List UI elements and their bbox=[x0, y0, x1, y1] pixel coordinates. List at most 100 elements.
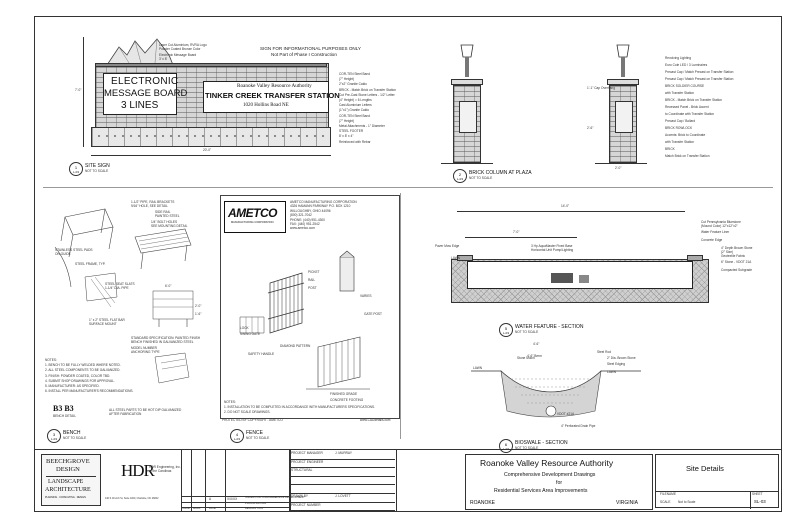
site-sign-detail: SIGN FOR INFORMATIONAL PURPOSES ONLY Not… bbox=[35, 17, 435, 176]
role-row-line bbox=[289, 510, 395, 512]
bench-note: STEEL FRAME, TYP. bbox=[75, 262, 106, 266]
sign-note-right: 8' x 8' x 4" bbox=[339, 134, 354, 139]
sign-note-left-1: Powder Coated Bronze Color bbox=[159, 47, 201, 51]
detail-number: 2 bbox=[458, 171, 462, 177]
column-note: BRICK ROWLOCK bbox=[665, 126, 693, 130]
bench-spec-note: 3. FINISH: POWDER COATED, COLOR TBD. bbox=[45, 373, 111, 378]
bioswale-section bbox=[471, 370, 641, 418]
column-note: BRICK bbox=[665, 147, 675, 151]
column-dim-1: 2'-6" bbox=[587, 126, 594, 130]
bench-note: SIDE RAIL bbox=[155, 210, 171, 214]
bench-note: ON GUIDE bbox=[55, 252, 71, 256]
bioswale-note: Stone Mulch bbox=[517, 356, 535, 360]
fence-company-line: WILLOUGHBY, OHIO 44096 bbox=[290, 208, 331, 213]
sign-note-left-0: Laser Cut Aluminium, RVRA Logo bbox=[159, 43, 207, 47]
bioswale-note: Steel Rod bbox=[597, 350, 611, 354]
sign-dim-left: 7'-0" bbox=[75, 88, 82, 92]
detail-number: 1 bbox=[74, 164, 78, 170]
fence-detail: AMETCO MANUFACTURING CORPORATION AMETCO … bbox=[220, 187, 410, 443]
drawing-sheet: SIGN FOR INFORMATIONAL PURPOSES ONLY Not… bbox=[34, 16, 782, 512]
sign-note-left-3: 3' x 8' bbox=[159, 57, 168, 61]
sign-note-right: (4" Height) = 6 Lengths bbox=[339, 98, 372, 102]
rev-mark: A bbox=[209, 497, 212, 501]
bench-note: PAINTED STEEL bbox=[155, 214, 180, 218]
bench-spec-note: 6. INSTALL PER MANUFACTURER'S RECOMMENDA… bbox=[45, 389, 134, 394]
title-block: BEECHGROVE DESIGN LANDSCAPE ARCHITECTURE… bbox=[35, 449, 781, 512]
sign-note-right: (7" Height) bbox=[339, 118, 355, 123]
bioswale-dim-top: 4'-6" bbox=[533, 342, 540, 346]
detail-title-1: SITE SIGN bbox=[85, 163, 110, 169]
water-note-mid-0: 3 Hp AquaMaster Fixed Base bbox=[531, 244, 573, 248]
water-note-right: Cut Pennsylvania Bluestone bbox=[701, 220, 741, 224]
detail-title-3: BENCH bbox=[63, 430, 81, 436]
water-right-edge bbox=[687, 255, 703, 261]
sign-note-right: Cut Pre-Cast Stone Letters - 1/2" Letter bbox=[339, 92, 395, 97]
bioswale-note: Steel Edging bbox=[607, 362, 626, 366]
bioswale-note: VDOT #21A bbox=[557, 412, 575, 416]
bioswale-dim-inner: 4'-6" Berm bbox=[527, 354, 542, 358]
sign-base-rivets bbox=[95, 135, 327, 137]
detail-scale-2: NOT TO SCALE bbox=[469, 176, 493, 180]
water-note-right: 4" Depth Brown Stone bbox=[721, 246, 753, 250]
detail-title-6: BIOSWALE - SECTION bbox=[515, 440, 568, 446]
doc-line-3: Residential Services Area Improvements bbox=[494, 488, 588, 494]
fence-note: GATE POST bbox=[364, 312, 383, 316]
role-label: PROJECT ENGINEER bbox=[291, 459, 324, 464]
fence-company-line: PHONE: (440) 951-4300 bbox=[290, 217, 325, 222]
column-note: Revolving Lighting bbox=[665, 56, 692, 60]
sign-note-right: Cast Aluminium Letters bbox=[339, 103, 372, 108]
fence-footer-note: 1. INSTALLATION TO BE COMPLETED IN ACCOR… bbox=[224, 405, 375, 409]
firm1-logo: BEECHGROVE DESIGN LANDSCAPE ARCHITECTURE… bbox=[41, 454, 101, 506]
water-left-edge bbox=[457, 255, 473, 261]
firm2-sub: HDR Engineering, Inc. bbox=[149, 465, 181, 469]
firm2-address: 440 S Church St, Suite 1000, Charlotte, … bbox=[105, 497, 159, 500]
sign-note-right: 2"x2" Granite Caldo bbox=[339, 82, 367, 87]
role-label: STRUCTURAL bbox=[291, 468, 313, 473]
rev-header-2: DATE bbox=[209, 507, 216, 510]
state: VIRGINIA bbox=[616, 500, 638, 506]
ametco-sub: MANUFACTURING CORPORATION bbox=[231, 221, 274, 224]
divider-vertical bbox=[400, 193, 401, 439]
rev-desc-1: ISSUED FOR COMPREHENSIVE DEVELOPMENT bbox=[245, 496, 305, 499]
bench-detail: 6'-0" 2'-0" 1'-6" 1-1/2" PIPE, RAIL BRAC… bbox=[35, 187, 215, 443]
column-b-grade bbox=[595, 163, 647, 164]
sheet-col-line bbox=[750, 491, 751, 509]
bench-drawings bbox=[54, 208, 194, 384]
bench-note: STAINLESS STEEL PADS bbox=[55, 248, 93, 252]
water-pump-light bbox=[579, 275, 589, 283]
column-note: with Transfer Station bbox=[665, 91, 695, 95]
rev-header-1: MARK bbox=[193, 507, 201, 510]
fence-note: FINISHED GRADE bbox=[330, 392, 358, 396]
water-note-right: Concrete Edge bbox=[701, 238, 723, 242]
revision-table bbox=[181, 450, 291, 512]
column-note: BRICK - Match Brick on Transfer Station bbox=[665, 98, 723, 102]
rev-date: X/X/XX bbox=[227, 497, 238, 501]
rev-row-line bbox=[181, 496, 289, 497]
detail-number: 4 bbox=[235, 431, 239, 437]
detail-title-2: BRICK COLUMN AT PLAZA bbox=[469, 170, 532, 176]
bioswale-note: LAWN bbox=[473, 366, 483, 370]
fence-note: POST bbox=[308, 286, 317, 290]
bench-note: SURFACE MOUNT bbox=[89, 322, 117, 326]
bench-dim-1: 2'-0" bbox=[195, 304, 202, 308]
bench-dim-0: 6'-0" bbox=[165, 284, 172, 288]
role-label: PROJECT MANAGER bbox=[291, 451, 323, 455]
board-line-1: ELECTRONIC bbox=[111, 76, 179, 87]
lamp-icon bbox=[616, 44, 630, 77]
fence-footer-note: 2. DO NOT SCALE DRAWINGS. bbox=[224, 410, 271, 414]
column-b-panel bbox=[615, 101, 633, 133]
firm1-line3: LANDSCAPE bbox=[48, 479, 84, 485]
fence-note: LOCK bbox=[240, 326, 249, 330]
role-row-line bbox=[289, 501, 395, 503]
role-row-line bbox=[289, 475, 395, 477]
scale-label: SCALE bbox=[660, 500, 671, 504]
column-note: to Coordinate with Transfer Station bbox=[665, 112, 715, 116]
firm2-name: HDR bbox=[121, 461, 155, 480]
sign-note-right: COR-TEN Steel Band bbox=[339, 72, 371, 76]
bench-note: BENCH FINISHED IN GALVANIZED STEEL bbox=[131, 340, 194, 344]
detail-title-5: WATER FEATURE - SECTION bbox=[515, 324, 584, 330]
detail-scale-4: NOT TO SCALE bbox=[246, 436, 270, 440]
water-note-right: (2" Size) bbox=[721, 250, 734, 254]
